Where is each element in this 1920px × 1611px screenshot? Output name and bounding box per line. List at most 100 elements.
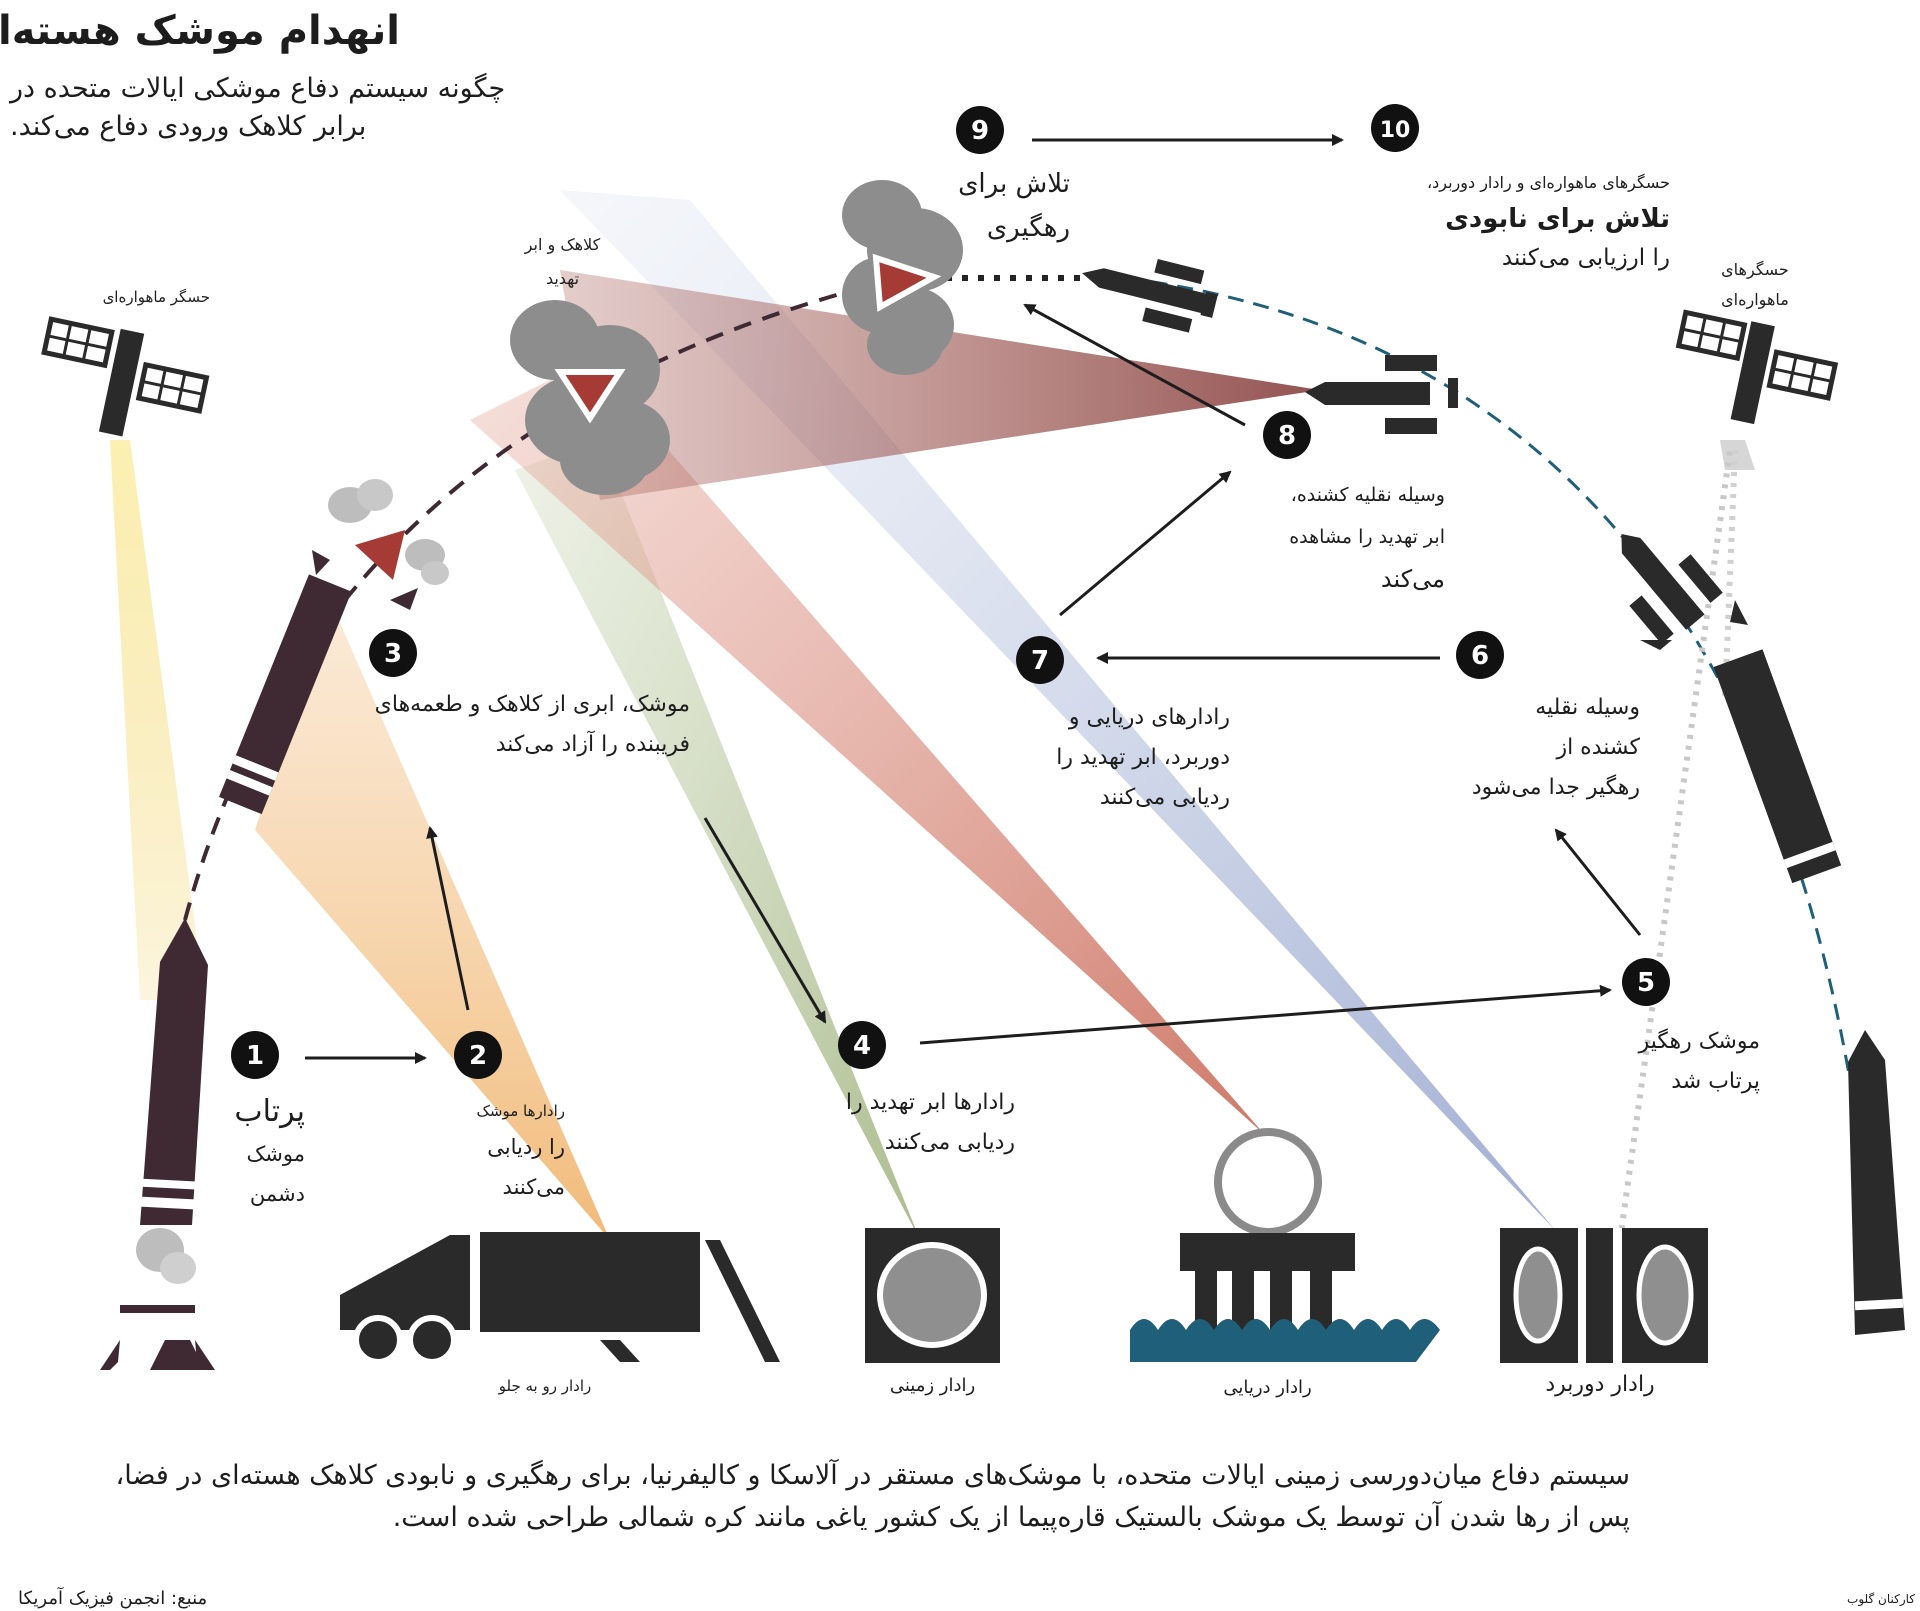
warhead-step3 [328, 479, 449, 585]
satellite-left-label: حسگر ماهواره‌ای [102, 288, 210, 306]
step-9-line-2: رهگیری [986, 213, 1070, 243]
step-5-text: موشک رهگیر پرتاب شد [1620, 1022, 1760, 1102]
step-6-line-1: وسیله نقلیه [1535, 695, 1640, 720]
interceptor-launch-trail [1617, 449, 1733, 1241]
step-4-line-2: ردیابی می‌کنند [884, 1130, 1015, 1155]
step-3-text: موشک، ابری از کلاهک و طعمه‌های فریبنده ر… [370, 685, 690, 765]
step-10-line-1: حسگرهای ماهواره‌ای و رادار دوربرد، [1426, 173, 1670, 192]
kill-vehicle-sensor-beam [560, 270, 1320, 500]
kill-vehicle-step8 [1305, 355, 1458, 434]
threat-cloud-label: کلاهک و ابر تهدید [505, 228, 620, 296]
satellite-left [41, 316, 210, 437]
step-4-line-1: رادارها ابر تهدید را [845, 1090, 1015, 1115]
svg-text:6: 6 [1471, 641, 1489, 671]
step-badge-3: 3 [369, 629, 417, 677]
satellite-beam-right [1720, 440, 1755, 470]
step-9-text: تلاش برای رهگیری [950, 162, 1070, 250]
threat-cloud-label-line-2: تهدید [545, 269, 580, 288]
ground-radar [865, 1228, 1000, 1363]
arrow-4-5 [919, 984, 1612, 1045]
arrow-2-3 [426, 826, 470, 1011]
page-title: انهدام موشک هسته‌ای [0, 8, 400, 54]
kill-vehicle-step9 [1082, 258, 1218, 333]
credit-note: کارکنان گلوب [1847, 1592, 1915, 1606]
step-3-line-1: موشک، ابری از کلاهک و طعمه‌های [374, 692, 690, 717]
forward-radar-label: رادار رو به جلو [498, 1377, 592, 1395]
arrow-5-6 [1554, 828, 1642, 936]
step-badge-7: 7 [1016, 636, 1064, 684]
step-5-line-2: پرتاب شد [1671, 1069, 1760, 1094]
footer-line-1: سیستم دفاع میان‌دورسی زمینی ایالات متحده… [115, 1460, 1630, 1491]
step-6-line-2: کشنده از [1556, 735, 1640, 760]
step-7-text: رادارهای دریایی و دوربرد، ابر تهدید را ر… [1015, 698, 1230, 818]
satellite-right-label: حسگرهای ماهواره‌ای [1700, 255, 1810, 315]
long-range-radar [1500, 1228, 1708, 1363]
step-4-text: رادارها ابر تهدید را ردیابی می‌کنند [840, 1083, 1015, 1163]
step-3-line-2: فریبنده را آزاد می‌کند [495, 732, 690, 757]
step-badge-5: 5 [1622, 958, 1670, 1006]
threat-cloud [510, 300, 670, 495]
long-range-radar-label: رادار دوربرد [1545, 1372, 1655, 1397]
step-6-line-3: رهگیر جدا می‌شود [1471, 775, 1640, 800]
enemy-missile-trajectory [183, 276, 901, 921]
page-subtitle: چگونه سیستم دفاع موشکی ایالات متحده در ب… [10, 70, 530, 146]
arrow-to-4 [703, 817, 827, 1024]
forward-radar-truck [340, 1232, 780, 1365]
svg-text:3: 3 [384, 639, 402, 669]
source-note: منبع: انجمن فیزیک آمریکا [18, 1588, 208, 1609]
svg-text:10: 10 [1380, 118, 1411, 143]
step-badge-9: 9 [956, 106, 1004, 154]
step-8-line-1: وسیله نقلیه کشنده، [1290, 484, 1445, 506]
svg-text:7: 7 [1031, 646, 1049, 676]
step-7-line-2: دوربرد، ابر تهدید را [1056, 745, 1230, 770]
satellite-right-label-line-2: ماهواره‌ای [1721, 290, 1789, 309]
svg-text:5: 5 [1637, 968, 1655, 998]
step-2-text: رادارها موشک را ردیابی می‌کنند [450, 1095, 565, 1207]
step-badge-6: 6 [1456, 631, 1504, 679]
svg-text:1: 1 [246, 1041, 264, 1071]
kill-vehicle-step6 [1621, 534, 1723, 645]
step-1-text: پرتاب موشک دشمن [225, 1090, 305, 1214]
satellite-right-label-line-1: حسگرهای [1721, 260, 1789, 279]
step-2-line-3: می‌کنند [502, 1175, 565, 1199]
interceptor-booster [1713, 649, 1842, 884]
step-1-line-3: دشمن [249, 1182, 305, 1206]
sea-radar-beam [470, 360, 1265, 1135]
subtitle-line-1: چگونه سیستم دفاع موشکی ایالات متحده در [10, 73, 506, 104]
step-8-text: وسیله نقلیه کشنده، ابر تهدید را مشاهده م… [1255, 474, 1445, 600]
step-badge-10: 10 [1371, 104, 1419, 152]
step-2-line-2: را ردیابی [487, 1135, 565, 1159]
intercept-cloud [842, 180, 963, 375]
arrow-8-9 [1023, 303, 1246, 427]
step-badge-2: 2 [454, 1031, 502, 1079]
step-1-line-2: موشک [246, 1142, 306, 1166]
step-2-line-1: رادارها موشک [476, 1102, 565, 1120]
step-10-line-3: را ارزیابی می‌کنند [1501, 245, 1670, 271]
step-6-text: وسیله نقلیه کشنده از رهگیر جدا می‌شود [1450, 688, 1640, 808]
step-badge-4: 4 [838, 1021, 886, 1069]
sea-radar [1130, 1128, 1440, 1362]
footer-line-2: پس از رها شدن آن توسط یک موشک بالستیک قا… [392, 1502, 1630, 1533]
step-badge-1: 1 [231, 1031, 279, 1079]
svg-text:4: 4 [853, 1031, 871, 1061]
step-8-line-3: می‌کند [1380, 565, 1445, 593]
interceptor-missile [1848, 1030, 1905, 1335]
step-8-line-2: ابر تهدید را مشاهده [1289, 526, 1445, 548]
step-7-line-3: ردیابی می‌کنند [1099, 785, 1230, 810]
svg-text:2: 2 [469, 1041, 487, 1071]
separation-shard-2 [1730, 600, 1748, 625]
step-10-text: حسگرهای ماهواره‌ای و رادار دوربرد، تلاش … [1370, 168, 1670, 276]
step-5-line-1: موشک رهگیر [1638, 1029, 1760, 1054]
satellite-right [1675, 309, 1839, 425]
footer-description: سیستم دفاع میان‌دورسی زمینی ایالات متحده… [20, 1455, 1630, 1539]
step-7-line-1: رادارهای دریایی و [1068, 705, 1230, 730]
svg-text:8: 8 [1278, 421, 1296, 451]
subtitle-line-2: برابر کلاهک ورودی دفاع می‌کند. [10, 111, 367, 142]
sea-radar-label: رادار دریایی [1223, 1377, 1312, 1398]
step-9-line-1: تلاش برای [958, 169, 1070, 199]
enemy-missile [100, 918, 215, 1370]
warhead-release-right [390, 588, 418, 610]
separation-shard-1 [1640, 640, 1672, 650]
